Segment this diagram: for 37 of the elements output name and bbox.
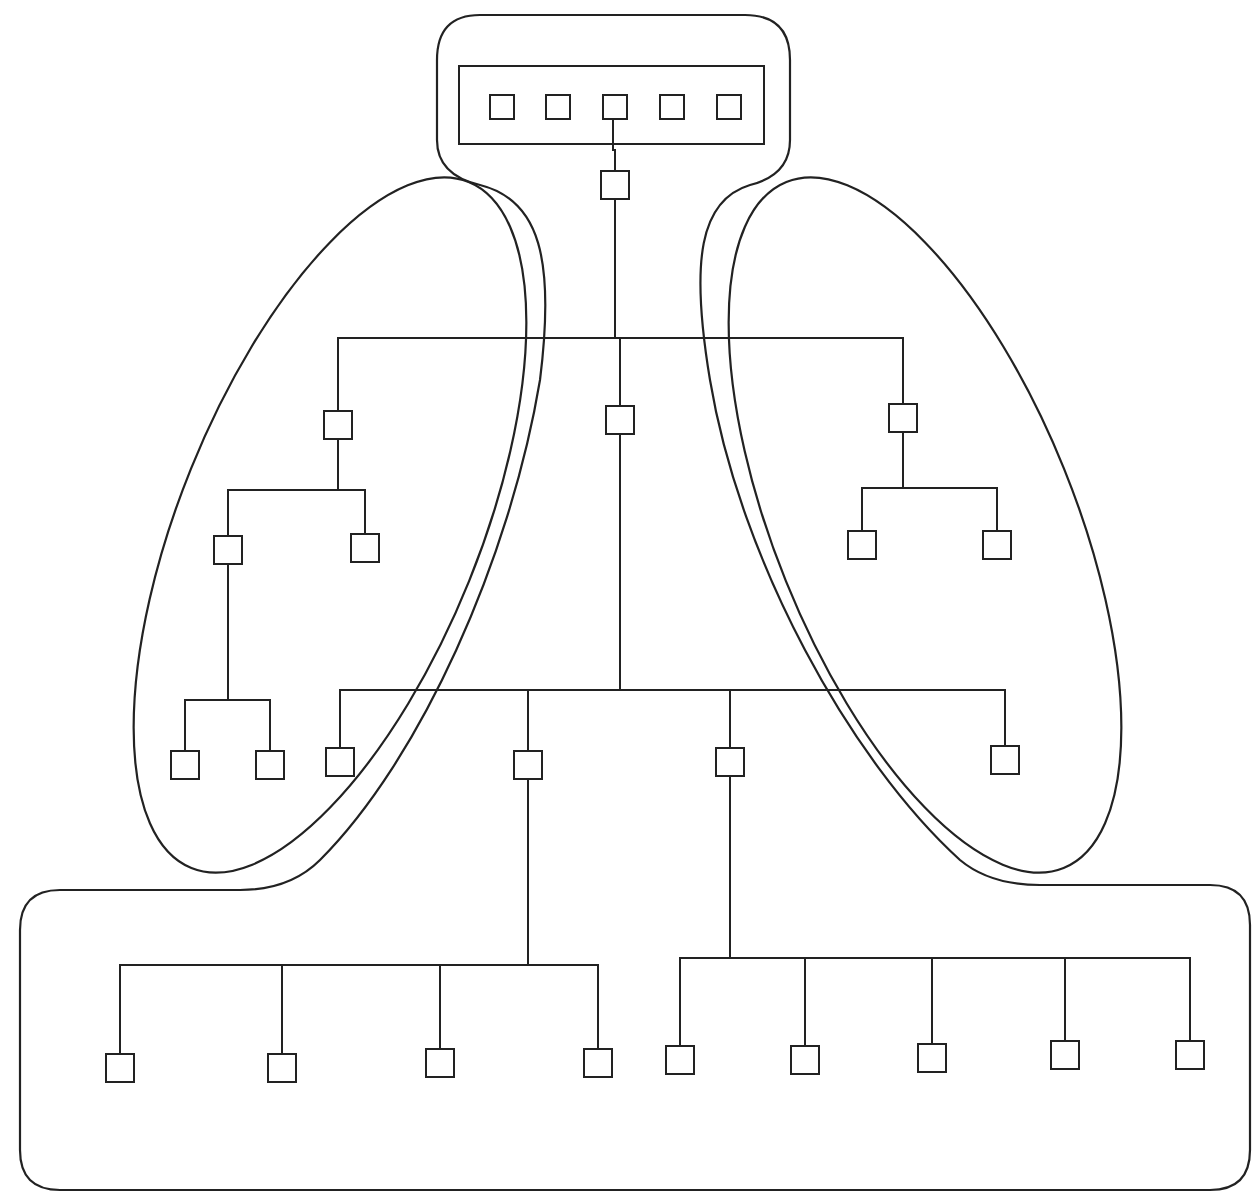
connector-line <box>227 564 271 751</box>
square-node <box>715 747 745 777</box>
square-node <box>982 530 1012 560</box>
rectangle-frame <box>458 65 765 145</box>
square-node <box>255 750 285 780</box>
square-node <box>1175 1040 1205 1070</box>
square-node <box>323 410 353 440</box>
square-node <box>213 535 243 565</box>
square-node <box>170 750 200 780</box>
connector-line <box>902 432 998 531</box>
square-node <box>888 403 918 433</box>
square-node <box>790 1045 820 1075</box>
connector-line <box>527 779 599 1049</box>
square-node <box>513 750 543 780</box>
square-node <box>990 745 1020 775</box>
square-node <box>425 1048 455 1078</box>
square-node <box>716 94 742 120</box>
square-node <box>489 94 515 120</box>
square-node <box>659 94 685 120</box>
connector-line <box>337 439 366 534</box>
square-node <box>847 530 877 560</box>
square-node <box>267 1053 297 1083</box>
square-node <box>583 1048 613 1078</box>
square-node <box>605 405 635 435</box>
square-node <box>350 533 380 563</box>
ellipse-region <box>134 177 526 873</box>
connector-line <box>612 117 616 171</box>
ellipse-region <box>729 177 1121 873</box>
square-node <box>917 1043 947 1073</box>
square-node <box>665 1045 695 1075</box>
square-node <box>600 170 630 200</box>
enclosure-outline <box>20 15 1250 1190</box>
square-node <box>545 94 571 120</box>
square-node <box>105 1053 135 1083</box>
square-node <box>1050 1040 1080 1070</box>
square-node <box>602 94 628 120</box>
square-node <box>325 747 355 777</box>
